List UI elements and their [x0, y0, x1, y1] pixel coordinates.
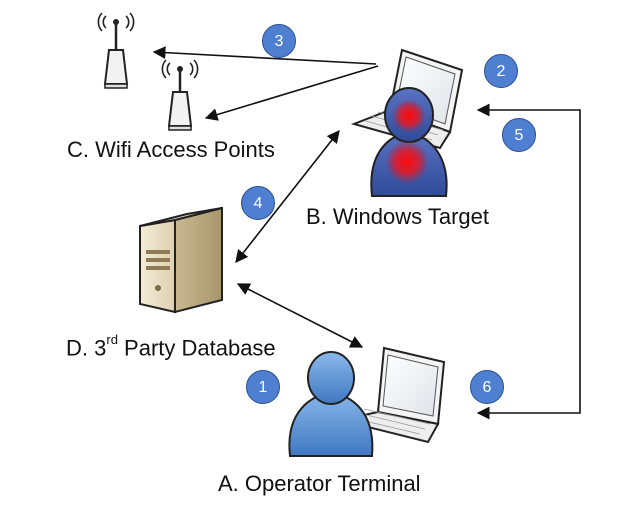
- step-badge-1: 1: [246, 370, 280, 404]
- arrow-target-to-wifi-1: [152, 46, 377, 65]
- arrow-target-to-wifi-2: [204, 65, 379, 121]
- arrow-database-target: [235, 129, 340, 264]
- wifi-access-points-label: C. Wifi Access Points: [67, 137, 275, 162]
- database-label-suffix: Party Database: [117, 335, 276, 361]
- step-badge-5: 5: [502, 118, 536, 152]
- person-icon: [288, 351, 374, 457]
- database-label-ordinal: rd: [106, 332, 118, 347]
- step-badge-3: 3: [262, 24, 296, 58]
- arrow-database-operator: [236, 283, 364, 348]
- step-badge-2: 2: [484, 54, 518, 88]
- arrow-operator-target-loop: [476, 103, 581, 420]
- person-icon: [370, 87, 448, 197]
- wifi-antenna-icon: [161, 59, 199, 131]
- windows-target-label: B. Windows Target: [306, 204, 490, 229]
- step-badge-6: 6: [470, 370, 504, 404]
- database-label-prefix: D. 3: [66, 335, 107, 361]
- step-badge-4: 4: [241, 186, 275, 220]
- server-tower-icon: [139, 206, 223, 314]
- wifi-antenna-icon: [97, 12, 135, 89]
- database-label: D. 3rd Party Database: [66, 332, 276, 361]
- operator-terminal-label: A. Operator Terminal: [218, 471, 421, 496]
